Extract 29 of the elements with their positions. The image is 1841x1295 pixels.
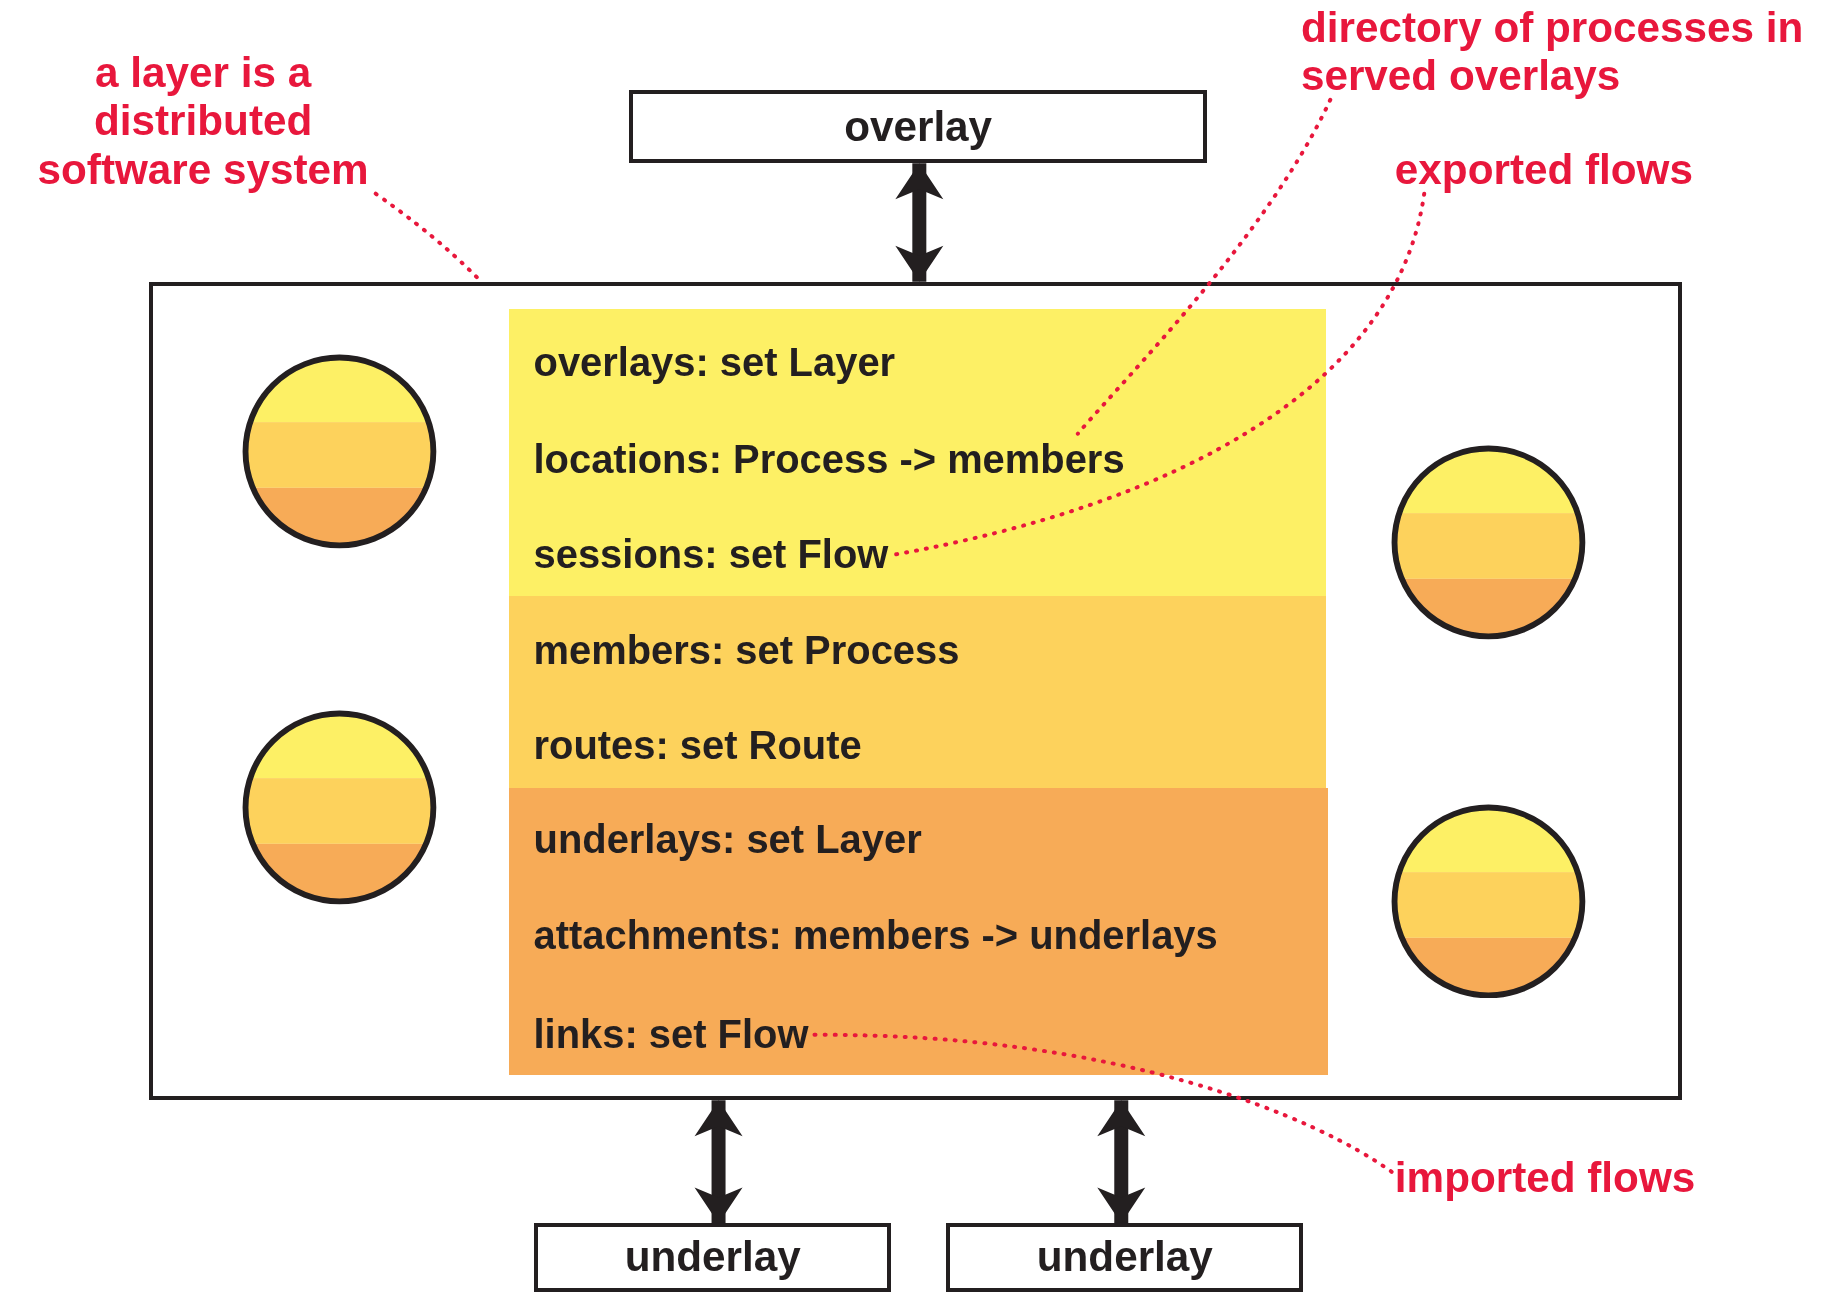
declaration-text: members: set Process [533, 625, 960, 677]
declaration-text: routes: set Route [533, 720, 862, 772]
declaration-text: underlays: set Layer [533, 814, 922, 866]
double-arrow [694, 1100, 743, 1224]
striped-circle [242, 709, 438, 905]
section-band [508, 309, 1327, 596]
callout-text: imported flows [1394, 1154, 1748, 1203]
callout-text: exported flows [1394, 145, 1748, 194]
labeled-box: overlay [629, 90, 1207, 164]
labeled-box: underlay [534, 1223, 892, 1292]
striped-circle [1390, 445, 1586, 641]
declaration-text: links: set Flow [533, 1009, 809, 1061]
layer-box [149, 281, 1683, 1101]
declaration-text: overlays: set Layer [533, 337, 896, 390]
callout-text: directory of processes in served overlays [1300, 3, 1839, 100]
double-arrow [895, 163, 944, 282]
striped-circle [1390, 803, 1586, 999]
leader-line [812, 1032, 1397, 1177]
striped-circle [242, 353, 438, 549]
declaration-text: locations: Process -> members [533, 433, 1125, 486]
labeled-box: underlay [946, 1223, 1304, 1292]
declaration-text: sessions: set Flow [533, 528, 889, 581]
leader-line [1075, 97, 1333, 436]
section-band [508, 595, 1327, 789]
section-band [508, 788, 1329, 1075]
callout-text: a layer is a distributed software system [9, 49, 397, 194]
declaration-text: attachments: members -> underlays [533, 910, 1218, 963]
leader-line [892, 191, 1427, 557]
double-arrow [1097, 1100, 1146, 1224]
